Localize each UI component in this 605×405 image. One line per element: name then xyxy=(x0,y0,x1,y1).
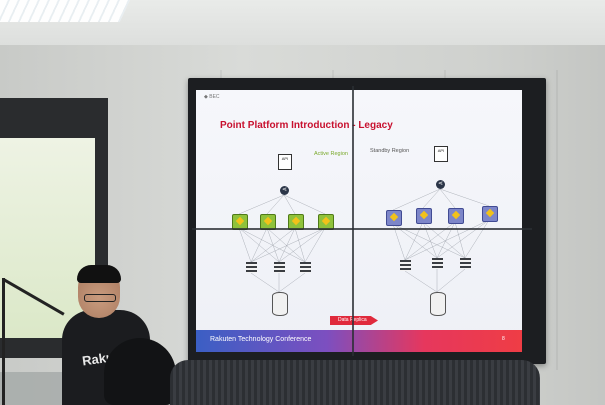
mesh-line xyxy=(278,227,326,263)
mesh-line xyxy=(250,272,280,293)
mesh-line xyxy=(278,227,296,263)
video-wall-seam-vertical xyxy=(352,86,354,356)
mesh-line xyxy=(404,219,490,261)
mesh-line xyxy=(238,194,285,215)
slide-page-number: 8 xyxy=(502,336,505,342)
audience-member-head xyxy=(104,338,176,405)
server-icon xyxy=(246,262,257,273)
mesh-line xyxy=(250,227,326,263)
load-balancer-icon: ⋖ xyxy=(280,186,289,195)
api-icon: API xyxy=(278,154,292,170)
server-icon xyxy=(460,258,471,269)
mesh-line xyxy=(436,219,490,259)
standby-node-icon xyxy=(416,208,432,224)
mesh-line xyxy=(392,223,406,261)
server-icon xyxy=(432,258,443,269)
standby-region-label: Standby Region xyxy=(370,148,410,154)
mesh-line xyxy=(238,227,306,263)
mesh-line xyxy=(266,194,285,215)
ceiling-light xyxy=(0,0,131,22)
database-icon xyxy=(430,292,446,316)
standby-node-icon xyxy=(482,206,498,222)
mesh-line xyxy=(464,219,490,259)
slide-tag: ◆ BEC xyxy=(204,94,220,100)
mesh-line xyxy=(238,227,252,263)
presenter-glasses xyxy=(84,294,116,302)
server-icon xyxy=(274,262,285,273)
load-balancer-icon: ⋖ xyxy=(436,180,445,189)
server-icon xyxy=(300,262,311,273)
server-icon xyxy=(400,260,411,271)
mesh-line xyxy=(250,227,296,263)
audience-chair xyxy=(170,360,540,405)
mesh-line xyxy=(436,268,466,293)
api-icon: API xyxy=(434,146,448,162)
slide-footer-text: Rakuten Technology Conference xyxy=(210,336,312,343)
mesh-line xyxy=(283,194,296,215)
database-icon xyxy=(272,292,288,316)
mesh-line xyxy=(278,272,306,293)
presentation-slide: ◆ BEC Point Platform Introduction - Lega… xyxy=(196,90,522,352)
microphone-stand xyxy=(2,278,5,405)
mesh-line xyxy=(404,270,438,293)
active-region-label: Active Region xyxy=(314,151,348,157)
mesh-line xyxy=(294,227,306,263)
mesh-line xyxy=(250,227,268,263)
mesh-line xyxy=(304,227,326,263)
video-wall-seam-horizontal xyxy=(192,228,532,230)
mesh-line xyxy=(439,188,490,207)
standby-node-icon xyxy=(448,208,464,224)
mesh-line xyxy=(266,227,306,263)
slide-footer-bar xyxy=(196,330,522,352)
mesh-line xyxy=(439,188,456,209)
standby-node-icon xyxy=(386,210,402,226)
slide-title: Point Platform Introduction - Legacy xyxy=(220,120,393,131)
mesh-line xyxy=(422,188,441,209)
data-replica-arrow xyxy=(330,316,378,325)
mesh-line xyxy=(283,194,326,215)
mesh-line xyxy=(392,188,441,211)
presenter-hair xyxy=(77,265,121,283)
